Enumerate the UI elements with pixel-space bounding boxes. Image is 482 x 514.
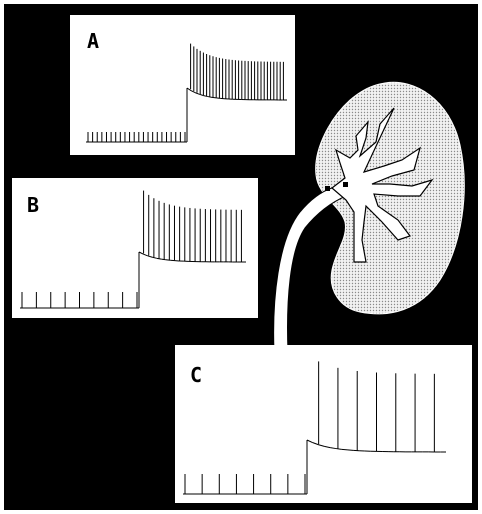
plateau	[212, 97, 216, 98]
panel-b: B	[12, 178, 258, 318]
panel-c-label: C	[190, 363, 202, 387]
electrode-dot-2	[343, 182, 348, 187]
panel-b-label: B	[27, 193, 39, 217]
electrode-dot-1	[325, 186, 330, 191]
plateau	[342, 449, 348, 450]
plateau	[161, 259, 165, 260]
panel-c: C	[175, 345, 472, 503]
panel-a-label: A	[87, 29, 99, 53]
panel-a: A	[70, 15, 295, 155]
